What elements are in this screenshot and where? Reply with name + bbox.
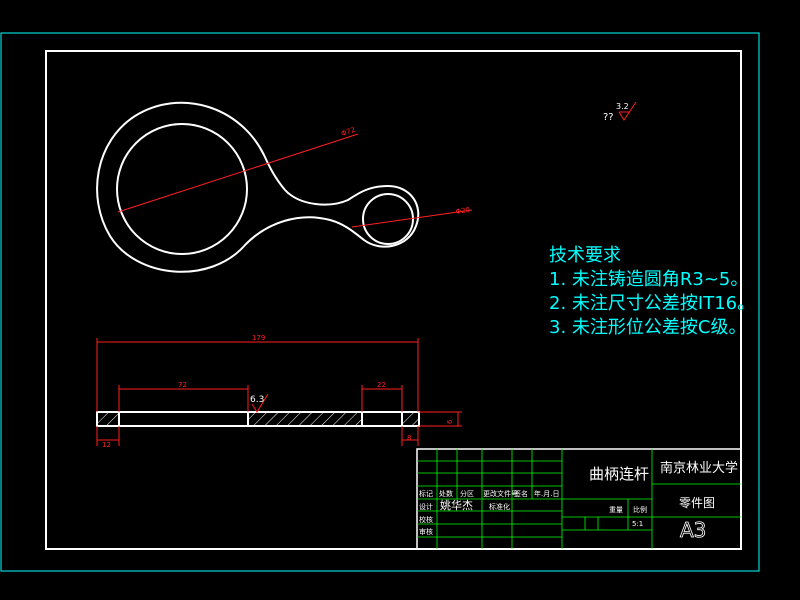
roughness-value: 3.2 [616, 102, 629, 111]
roughness-check-mark [618, 101, 637, 121]
section-body [96, 411, 420, 427]
std-label: 标准化 [489, 502, 510, 511]
header-label-doc: 更改文件号 [483, 489, 518, 498]
small-diameter-label: Φ20 [455, 206, 470, 216]
section-left-end-hatch [98, 413, 118, 425]
weight-label: 重量 [609, 506, 623, 514]
header-label-zone: 分区 [460, 489, 474, 498]
designer-name: 姚华杰 [440, 498, 473, 512]
row-label-check: 校核 [419, 515, 433, 524]
top-view-part [96, 101, 420, 273]
section-right-end-hatch [403, 413, 418, 425]
link-outer-outline [96, 101, 420, 273]
section-view [96, 411, 420, 427]
tech-req-title: 技术要求 [549, 245, 621, 266]
section-roughness-mark [251, 393, 269, 413]
tech-req-item-2: 2. 未注尺寸公差按IT16。 [549, 293, 755, 314]
row-label-mark: 标记 [419, 489, 433, 498]
small-boss-inner-circle [362, 193, 414, 245]
school-name: 南京林业大学 [660, 460, 738, 476]
part-name: 曲柄连杆 [589, 465, 649, 483]
technical-requirements: 技术要求 1. 未注铸造圆角R3~5。 2. 未注尺寸公差按IT16。 3. 未… [549, 245, 755, 338]
header-label-sign: 签名 [514, 489, 528, 498]
right-end-label: 8 [407, 434, 411, 442]
left-seg-label: 72 [178, 381, 187, 389]
section-roughness-label: 6.3 [250, 395, 264, 405]
large-diameter-leader [117, 133, 359, 213]
total-length-label: 179 [252, 334, 265, 342]
drawing-frame [45, 50, 742, 550]
scale-value: 5:1 [632, 520, 643, 528]
thickness-label: 6 [446, 419, 454, 424]
tech-req-item-3: 3. 未注形位公差按C级。 [549, 317, 746, 338]
section-dimension-labels: 179 72 22 12 8 6 6.3 [102, 334, 454, 449]
general-roughness-symbol: ?? 3.2 [603, 101, 637, 123]
title-block-grid [417, 449, 741, 549]
row-label-design: 设计 [419, 502, 433, 511]
large-boss-inner-circle [116, 123, 248, 255]
large-diameter-label: Φ72 [340, 126, 356, 138]
outer-border [0, 32, 760, 572]
row-label-review: 审核 [419, 527, 433, 536]
title-block: 曲柄连杆 南京林业大学 零件图 A3 重量 比例 5:1 姚华杰 标准化 标记 … [416, 448, 742, 550]
header-label-date: 年.月.日 [534, 489, 559, 498]
tech-req-item-1: 1. 未注铸造圆角R3~5。 [549, 269, 748, 290]
section-dimensions [96, 338, 462, 446]
right-seg-label: 22 [377, 381, 386, 389]
sheet-size: A3 [680, 518, 706, 542]
drawing-type: 零件图 [679, 496, 715, 510]
roughness-prefix: ?? [603, 112, 614, 123]
header-label-count: 处数 [439, 489, 453, 498]
scale-label: 比例 [633, 505, 647, 514]
section-hatch-area [248, 413, 361, 425]
small-diameter-leader [351, 209, 473, 228]
left-end-label: 12 [102, 441, 111, 449]
